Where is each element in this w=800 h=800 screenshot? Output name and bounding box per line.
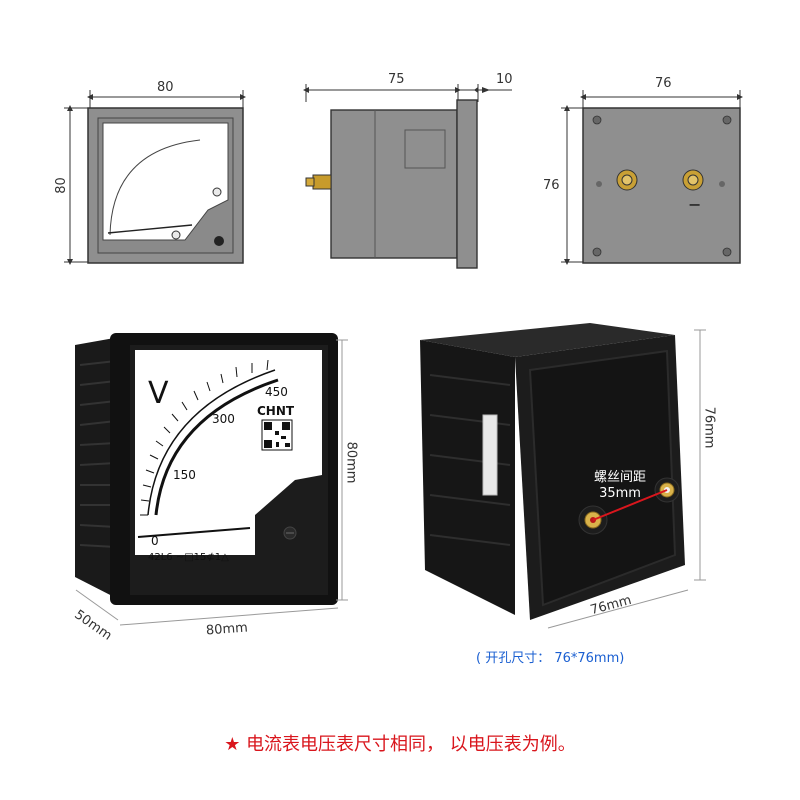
scale-label-0: 0: [151, 534, 159, 548]
side-flange-label: 10: [496, 72, 513, 87]
back-view-drawing: [561, 90, 743, 265]
back-terminal-minus: −: [688, 195, 702, 214]
cutout-size-note: ( 开孔尺寸： 76*76mm): [476, 651, 625, 666]
front-width-photo-label: 80mm: [205, 620, 249, 639]
screw-spacing-value: 35mm: [599, 486, 641, 501]
scale-label-450: 450: [265, 385, 288, 399]
technical-drawings: [64, 84, 743, 269]
dial-unit-symbol: V: [148, 376, 169, 411]
scale-label-150: 150: [173, 468, 196, 482]
side-view-drawing: [303, 84, 512, 269]
screw-spacing-title: 螺丝间距: [593, 470, 646, 485]
model-text: 42L6 ~□15⊄1△: [148, 552, 229, 563]
qr-code: [261, 419, 293, 451]
scale-label-300: 300: [212, 412, 235, 426]
front-meter-photo: [75, 333, 338, 605]
front-height-photo-label: 80mm: [343, 441, 359, 484]
brand-logo-text: CHNT: [257, 404, 295, 418]
back-meter-photo: [420, 323, 685, 620]
back-height-photo-label: 76mm: [701, 406, 717, 449]
footer-note: ★ 电流表电压表尺寸相同， 以电压表为例。: [0, 730, 800, 756]
screw-spacing-callout: 螺丝间距 35mm: [570, 470, 670, 502]
front-view-drawing: [64, 90, 246, 265]
footer-text: 电流表电压表尺寸相同， 以电压表为例。: [246, 734, 576, 755]
back-height-label: 76: [543, 178, 560, 193]
front-width-label: 80: [157, 80, 174, 95]
back-width-label: 76: [655, 76, 672, 91]
front-height-label: 80: [53, 177, 69, 194]
side-depth-label: 75: [388, 72, 405, 87]
star-icon: ★: [224, 734, 241, 755]
